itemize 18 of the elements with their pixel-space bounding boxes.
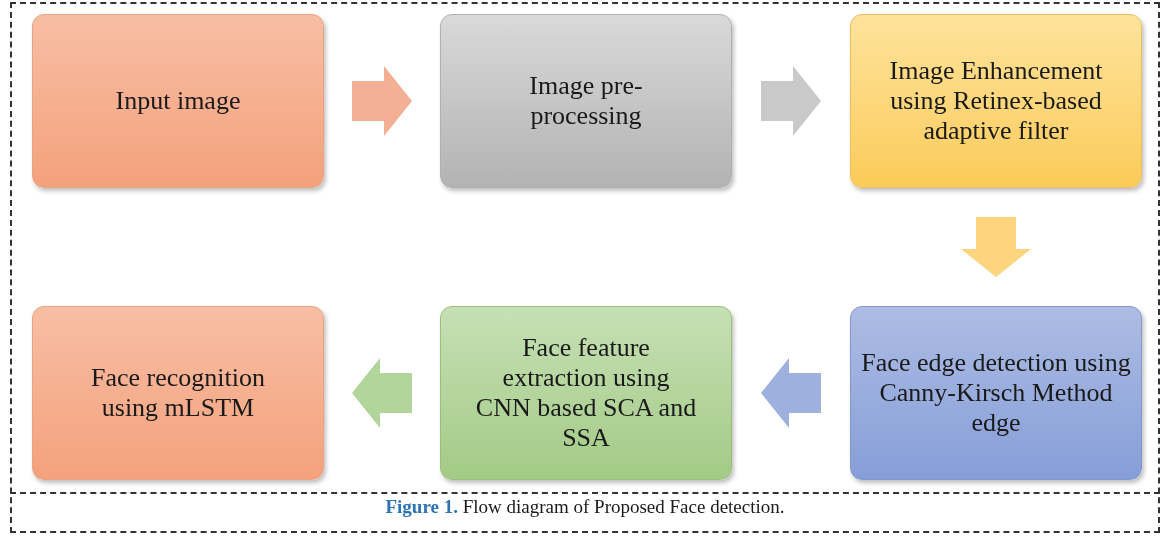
block-arrow (761, 358, 821, 428)
block-arrow (352, 358, 412, 428)
box-label: Image Enhancement using Retinex-based adaptive filter (888, 56, 1104, 146)
block-arrow (761, 66, 821, 136)
process-box (440, 14, 732, 188)
box-label: Face feature extraction using CNN based SCA and SSA (475, 333, 697, 453)
process-box (32, 306, 324, 480)
process-box (850, 306, 1142, 480)
box-label: Image pre-processing (528, 71, 644, 131)
box-label: Face recognition using mLSTM (90, 363, 266, 423)
figure-caption: Figure 1. Flow diagram of Proposed Face detection. (385, 494, 785, 519)
box-label: Input image (115, 86, 241, 116)
process-box (440, 306, 732, 480)
box-label: Face edge detection using Canny-Kirsch Method edge (860, 348, 1132, 438)
process-box (32, 14, 324, 188)
block-arrow (961, 217, 1031, 277)
block-arrow (352, 66, 412, 136)
process-box (850, 14, 1142, 188)
